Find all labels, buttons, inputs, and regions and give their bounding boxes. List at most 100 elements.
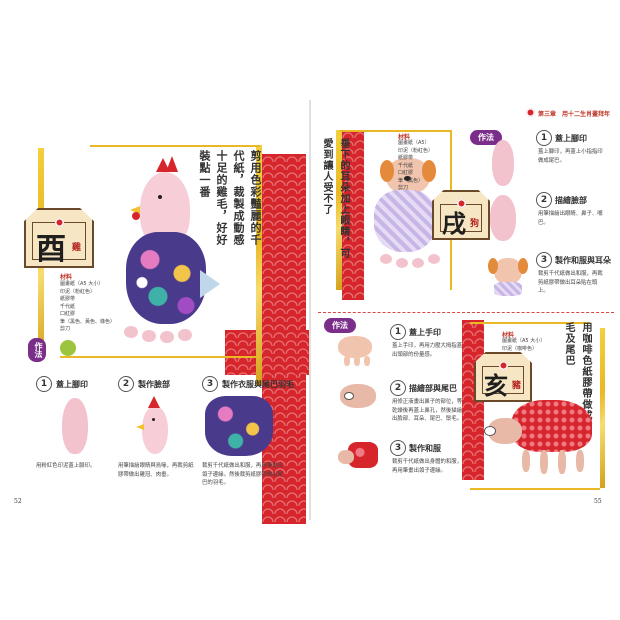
dog-toe [428,254,440,264]
dog-nose [404,176,411,181]
material-item: 圖畫紙（A5 大小） [502,338,546,344]
method-tab: 作法 [28,338,46,362]
step-pig-face-image [340,378,386,414]
materials-title: 材料 [398,134,411,141]
pig-illustration [482,400,602,484]
plum-flower-icon [499,361,508,370]
red-wave-background-bottom [225,330,310,375]
ema-zodiac-char: 戌 [442,209,466,238]
material-item: 印泥（咖啡色） [502,345,538,352]
gold-foil-strip [256,145,262,385]
step-description: 用筆描繪眼睛與鳥喙，再裁剪紙膠帶做出雞冠、肉垂。 [118,463,194,478]
material-item: 紙膠帶 [398,155,414,161]
rooster-wattle [132,212,140,220]
method-tab: 作法 [324,318,356,333]
method-tab: 作法 [470,130,502,145]
plum-flower-icon [55,218,64,227]
dog-kimono [374,190,436,252]
rooster-toe [178,329,192,341]
material-item: 剪刀 [398,185,409,191]
step-footprint-image [62,398,88,454]
step-description: 用筆描繪出眼睛、鼻子、嘴巴。 [538,211,603,226]
material-item: 剪刀 [60,326,71,332]
material-item: 口紅膠 [60,311,76,317]
step-pig-kimono-image [338,440,388,476]
materials-title: 材料 [60,274,73,281]
section-divider [318,312,614,313]
material-item: 千代紙 [398,162,414,169]
step-footprint-image [492,140,514,186]
step-title: 製作和服 [409,444,441,453]
materials-list: 圖畫紙（A5） 印泥（粉紅色） 紙膠帶 千代紙 口紅膠 筆（黑色） 剪刀 [398,140,458,193]
page-number: 52 [14,498,22,505]
rooster-tail [200,270,220,298]
step-number: 2 [536,192,552,208]
rooster-toe [142,330,156,342]
ema-animal-char: 豬 [512,381,522,391]
material-item: 印泥（粉紅色） [60,288,96,295]
step-number: 3 [390,440,406,456]
step-description: 蓋上腳印，再蓋上小指指印做成尾巴。 [538,149,603,164]
gold-foil-strip-pig [600,328,605,488]
dog-toe [412,258,424,268]
dog-intro-text: 垂下的耳朵加上眼睛，可愛到讓人受不了 [321,138,349,259]
pig-leg [540,450,548,474]
chapter-title: 第三章 用十二生肖畫拜年 [538,111,611,118]
step-title: 製作和服與耳朵 [555,256,611,265]
rooster-toe [160,331,174,343]
rooster-illustration [88,150,238,350]
material-item: 口紅膠 [398,170,414,176]
rooster-eye [158,195,162,199]
step-title: 描繪臉部 [555,196,587,205]
step-face-image [490,195,516,241]
page-number: 55 [594,498,602,505]
ema-plaque-dog: 戌 狗 [432,190,490,240]
step-number: 1 [36,376,52,392]
step-title: 蓋上腳印 [555,134,587,143]
gold-frame-pig-bottom [470,488,600,490]
intro-text: 剪用色彩豔麗的千代紙，裁製成動感十足的雞毛，好好裝點一番 [198,150,262,246]
right-page: 第三章 用十二生肖畫拜年 垂下的耳朵加上眼睛，可愛到讓人受不了 戌 狗 材料 [310,0,620,620]
pig-leg [576,450,584,472]
material-item: 圖畫紙（A5） [398,140,430,146]
dog-toe [380,254,392,264]
step-title: 描繪部與尾巴 [409,384,457,393]
ema-animal-char: 雞 [72,243,82,253]
step-description: 用粉紅色印泥蓋上腳印。 [36,463,96,469]
material-item: 印泥（粉紅色） [398,147,434,154]
plum-flower-icon [457,199,466,208]
step-description: 用修正液畫出鼻子的部位，等乾燥後再蓋上鼻孔，然後描繪出臉部、耳朵、尾巴、鬃毛。 [392,399,463,422]
dog-illustration [366,150,456,290]
chapter-flower-icon [526,108,535,117]
gold-frame-top [90,145,260,147]
gold-frame-bottom [60,356,260,358]
gold-foil-strip-dog [336,130,342,290]
method-green-dot [60,340,76,356]
materials-list: 圖畫紙（A5 大小） 印泥（粉紅色） 紙膠帶 千代紙 口紅膠 筆（黑色、黃色、綠… [60,281,140,334]
book-gutter [309,100,311,520]
step-number: 2 [118,376,134,392]
pig-leg [522,450,530,472]
pig-leg [558,450,566,474]
material-item: 筆（黑色） [398,177,424,184]
ema-plaque-pig: 亥 豬 [474,352,532,402]
step-number: 3 [202,376,218,392]
ema-zodiac-char: 酉 [36,232,66,267]
step-face-image [132,396,174,456]
dog-toe [396,258,408,268]
gold-frame-pig-top [470,322,590,324]
pig-intro-text: 用咖啡色紙膠帶做成鬃毛及尾巴 [563,322,591,432]
pig-snout [484,426,496,436]
rooster-beak [130,206,140,214]
step-number: 3 [536,252,552,268]
rooster-kimono [126,232,206,324]
step-kimono-image [205,396,273,456]
step-description: 蓋上手印，再用力壓大拇指蓋出頭部的份量感。 [392,343,463,358]
rooster-toe [124,326,138,338]
step-description: 裁剪千代紙做出身體的和服，再用筆畫出領子邊緣。 [392,459,463,474]
ema-zodiac-char: 亥 [484,371,508,400]
dog-ear [422,160,436,182]
step-dog-ears-image [488,252,528,298]
materials-title: 材料 [502,332,515,339]
